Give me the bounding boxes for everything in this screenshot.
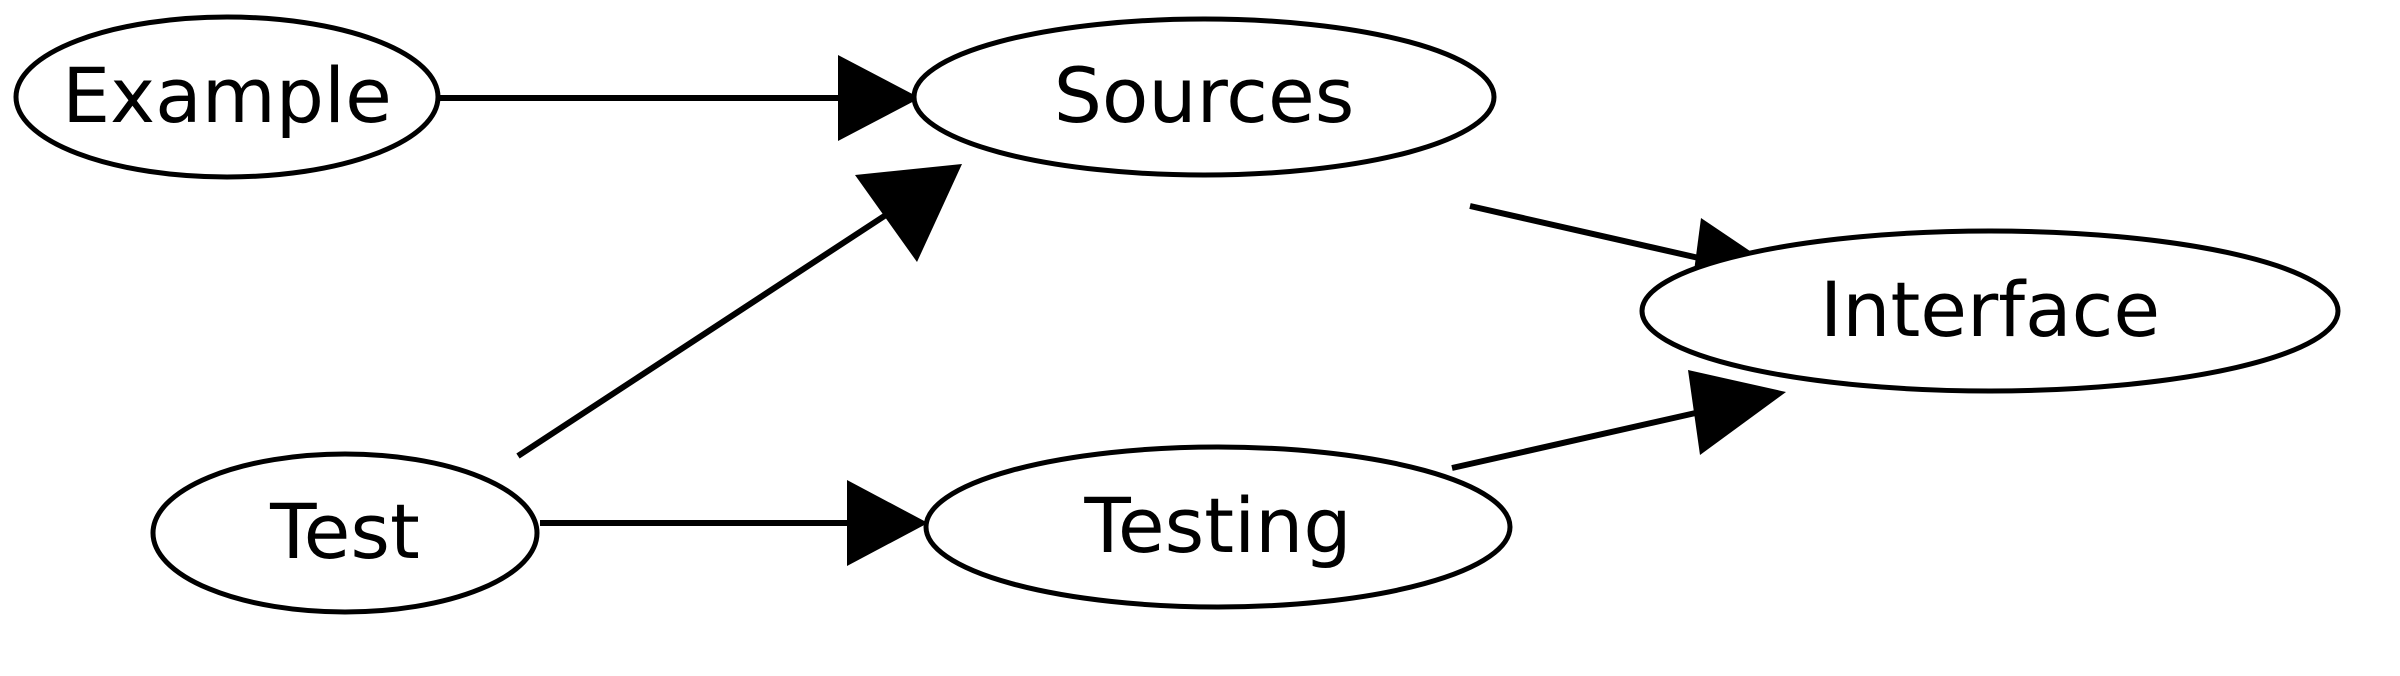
node-testing[interactable]: Testing — [923, 444, 1513, 610]
arrowhead-icon — [1688, 370, 1786, 455]
edge-test-to-sources[interactable] — [516, 164, 962, 459]
edge-line — [1451, 409, 1701, 471]
node-shape[interactable] — [923, 444, 1513, 610]
edge-example-to-sources[interactable] — [438, 55, 920, 141]
node-label: Interface — [1820, 265, 2160, 354]
node-interface[interactable]: Interface — [1639, 228, 2341, 394]
edge-test-to-testing[interactable] — [540, 480, 928, 566]
node-sources[interactable]: Sources — [911, 16, 1497, 178]
edge-line — [516, 206, 897, 459]
node-shape[interactable] — [150, 451, 540, 615]
edge-line — [1469, 203, 1713, 264]
node-example[interactable]: Example — [13, 14, 441, 180]
node-label: Sources — [1054, 51, 1355, 140]
node-label: Example — [62, 51, 392, 140]
node-shape[interactable] — [911, 16, 1497, 178]
node-label: Test — [269, 487, 420, 576]
nodes-layer: Example Sources Interface Test Testing — [13, 14, 2341, 615]
edge-testing-to-interface[interactable] — [1451, 370, 1786, 471]
node-label: Testing — [1083, 481, 1351, 570]
node-test[interactable]: Test — [150, 451, 540, 615]
arrowhead-icon — [847, 480, 928, 566]
arrowhead-icon — [838, 55, 920, 141]
node-shape[interactable] — [1639, 228, 2341, 394]
node-shape[interactable] — [13, 14, 441, 180]
arrowhead-icon — [855, 164, 962, 262]
